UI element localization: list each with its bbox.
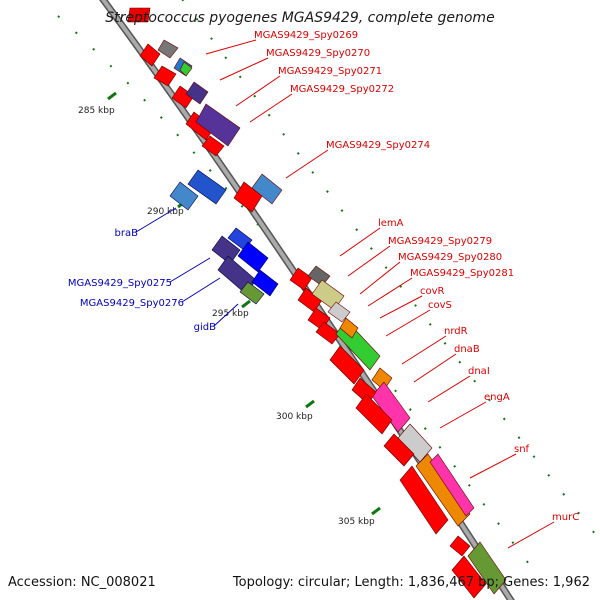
tick-mark-305 (371, 506, 381, 516)
label-leader-line (249, 93, 293, 123)
gene-block (339, 317, 359, 339)
gene-block (355, 393, 393, 435)
tick-mark-300 (305, 399, 315, 409)
gene-block (329, 345, 365, 385)
tick-mark-285 (107, 91, 117, 101)
inner-dotted-guide (181, 0, 600, 541)
label-leader-line (367, 277, 413, 307)
gene-block (429, 453, 475, 517)
gene-block (449, 535, 471, 557)
tick-label-295: 295 kbp (212, 309, 249, 319)
topology-text: Topology: circular; Length: 1,836,467 bp… (232, 575, 590, 590)
label-leader-line (469, 453, 517, 479)
label-leader-line (413, 353, 457, 383)
gene-block (169, 181, 199, 211)
gene-label-forward: dnaB (454, 344, 480, 355)
gene-label-reverse: gidB (194, 322, 216, 333)
gene-label-forward: lemA (378, 218, 404, 229)
gene-block (371, 381, 411, 433)
gene-label-forward: murC (552, 512, 579, 523)
gene-label-forward: MGAS9429_Spy0270 (266, 48, 370, 59)
tick-label-300: 300 kbp (276, 412, 313, 422)
label-leader-line (427, 375, 471, 403)
gene-label-forward: MGAS9429_Spy0269 (254, 30, 358, 41)
gene-block (195, 103, 241, 147)
gene-label-forward: dnaI (468, 366, 490, 377)
gene-block (251, 269, 279, 297)
accession-text: Accession: NC_008021 (8, 575, 156, 590)
label-leader-line (181, 277, 221, 303)
tick-label-305: 305 kbp (338, 517, 375, 527)
gene-label-forward: MGAS9429_Spy0271 (278, 66, 382, 77)
gene-block (307, 265, 331, 287)
gene-block (383, 433, 415, 467)
label-leader-line (219, 57, 269, 81)
tick-mark-295 (241, 299, 251, 309)
gene-label-reverse: MGAS9429_Spy0275 (68, 278, 172, 289)
forward-label-leaders: MGAS9429_Spy0269MGAS9429_Spy0270MGAS9429… (205, 30, 579, 549)
gene-block (201, 135, 225, 157)
label-leader-line (507, 521, 555, 549)
gene-label-forward: MGAS9429_Spy0280 (398, 252, 502, 263)
gene-block (239, 281, 265, 305)
label-leader-line (339, 227, 381, 257)
label-leader-line (235, 75, 281, 107)
gene-block (185, 81, 209, 105)
gene-block (139, 43, 161, 67)
label-leader-line (213, 303, 239, 327)
gene-label-forward: MGAS9429_Spy0274 (326, 140, 430, 151)
gene-block (467, 541, 507, 595)
gene-label-forward: engA (484, 392, 510, 403)
label-leader-line (169, 257, 211, 283)
kbp-ticks: 285 kbp 290 kbp 295 kbp 300 kbp 305 kbp (78, 91, 381, 527)
forward-genes (127, 7, 507, 599)
gene-block (327, 301, 351, 323)
label-leader-line (379, 295, 423, 319)
gene-label-forward: MGAS9429_Spy0272 (290, 84, 394, 95)
gene-block (187, 169, 227, 205)
gene-block (157, 39, 179, 59)
tick-label-290: 290 kbp (147, 207, 184, 217)
gene-block (153, 65, 177, 87)
label-leader-line (401, 335, 447, 365)
gene-label-reverse: MGAS9429_Spy0276 (80, 298, 184, 309)
gene-block (315, 321, 341, 345)
label-leader-line (285, 149, 329, 179)
tick-label-285: 285 kbp (78, 106, 115, 116)
label-leader-line (385, 309, 431, 337)
reverse-genes (169, 169, 279, 305)
label-leader-line (135, 207, 177, 233)
gene-block (179, 61, 193, 77)
map-title: Streptococcus pyogenes MGAS9429, complet… (105, 10, 494, 26)
gene-label-reverse: braB (115, 228, 139, 239)
gene-block (237, 241, 269, 273)
gene-label-forward: covS (428, 300, 452, 311)
gene-block (251, 173, 283, 205)
gene-label-forward: nrdR (444, 326, 468, 337)
gene-label-forward: MGAS9429_Spy0279 (388, 236, 492, 247)
label-leader-line (205, 39, 257, 55)
label-leader-line (439, 401, 487, 429)
gene-label-forward: MGAS9429_Spy0281 (410, 268, 514, 279)
gene-block (399, 465, 449, 535)
outer-dotted-guide (57, 15, 533, 569)
gene-block (451, 555, 487, 599)
label-leader-line (359, 261, 401, 295)
gene-label-forward: covR (420, 286, 445, 297)
gene-block (127, 7, 151, 23)
label-leader-line (347, 245, 391, 277)
gene-block (289, 267, 313, 291)
gene-label-forward: snf (514, 444, 530, 455)
